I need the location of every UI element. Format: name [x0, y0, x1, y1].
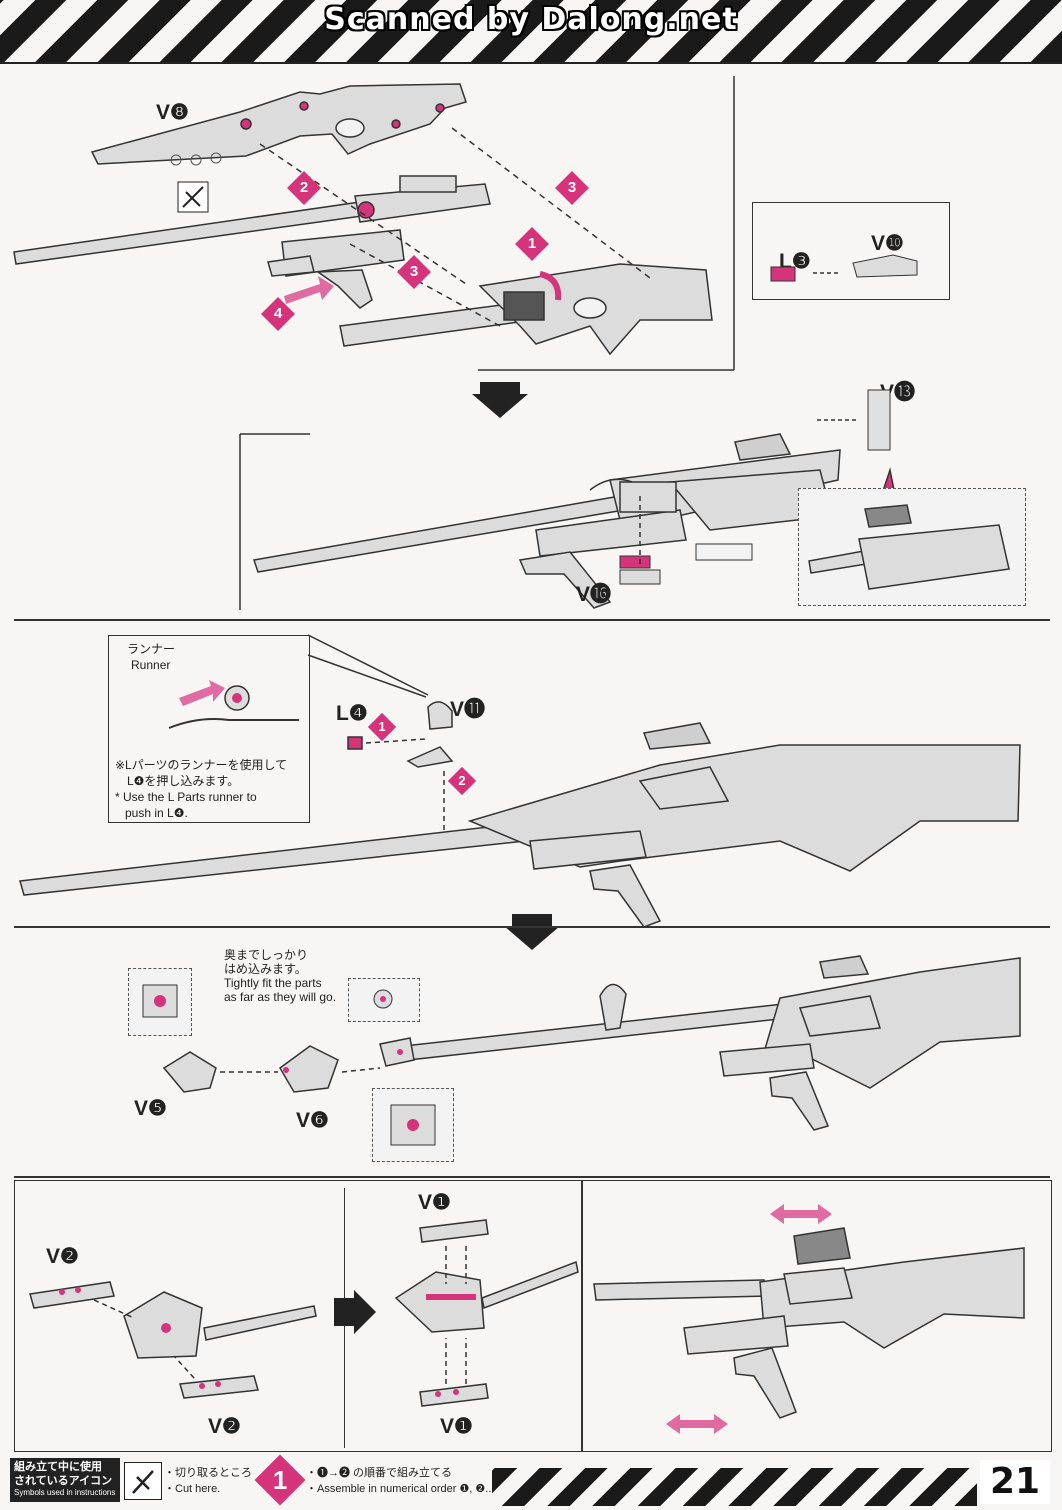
cut-icon-drawing	[132, 1470, 154, 1494]
runner-callout-pointer	[307, 634, 429, 698]
part-label-l4: L❹	[336, 702, 368, 725]
footer-symbols-en: Symbols used in instructions	[14, 1488, 116, 1497]
fit-note-en-1: Tightly fit the parts	[224, 976, 322, 990]
runner-drawing	[168, 680, 299, 729]
part-label-v16: V⓰	[576, 583, 612, 606]
detail-inset-v5	[128, 968, 192, 1036]
section-4-left-panel	[14, 1180, 582, 1452]
section-4: V❷ V❷ V❶ V❶	[0, 1178, 1062, 1456]
footer-symbols-jp-2: されているアイコン	[14, 1475, 113, 1487]
header-hazard-stripe	[0, 0, 1062, 62]
part-label-v2-bottom: V❷	[208, 1415, 241, 1438]
runner-note-en-2: push in L❹.	[125, 806, 188, 820]
footer-step-badge: 1	[254, 1454, 306, 1506]
fit-note-jp-1: 奥までしっかり	[224, 948, 309, 962]
footer-hazard-stripe	[492, 1468, 977, 1506]
runner-label-en: Runner	[131, 658, 171, 672]
section-4-right-panel	[582, 1180, 1052, 1452]
lower-body-part	[267, 229, 405, 309]
step-badge-1-label: 1	[527, 235, 537, 252]
assembly-guides	[259, 127, 651, 327]
muzzle-parts-exploded	[162, 1045, 381, 1093]
section-2: ランナー Runner ※Lパーツのランナーを使用して L❹を押し込みます。 *…	[0, 621, 1062, 928]
section-1: 2 3 3 1 4 V❽ L❸ V❿	[0, 64, 1062, 619]
callout-l3-v10: L❸ V❿	[752, 202, 950, 300]
runner-label-jp: ランナー	[127, 642, 176, 656]
footer-order-en: ・Assemble in numerical order ❶, ❷...	[306, 1483, 495, 1495]
rotate-arrow	[539, 271, 562, 301]
step-badge-2-label: 2	[299, 179, 309, 196]
cut-here-icon	[170, 152, 222, 213]
v1-assembly-drawing	[394, 1219, 579, 1407]
assembled-rifle-2	[19, 701, 1021, 928]
footer-order-jp: ・❶→❷ の順番で組み立てる	[306, 1467, 453, 1479]
detail-inset-1	[798, 488, 1026, 606]
section-divider-1	[14, 619, 1050, 621]
section-divider-2	[14, 926, 1050, 928]
fit-note-en-2: as far as they will go.	[224, 990, 337, 1004]
step-badge-4-label: 4	[273, 305, 283, 322]
v2-assembly-drawing	[29, 1281, 317, 1399]
footer-symbols-jp-1: 組み立て中に使用	[14, 1461, 102, 1473]
v8-rail-part	[90, 83, 467, 165]
part-label-v2-top: V❷	[46, 1245, 79, 1268]
detail-inset-v5-drawing	[142, 984, 178, 1018]
down-arrow-2	[504, 914, 560, 950]
fit-note-jp-2: はめ込みます。	[224, 962, 307, 976]
detail-inset-tip-drawing	[373, 989, 393, 1009]
runner-callout-box: ランナー Runner ※Lパーツのランナーを使用して L❹を押し込みます。 *…	[108, 635, 310, 823]
part-label-v1-bottom: V❶	[440, 1415, 473, 1438]
step-badge-s2-1-label: 1	[378, 719, 386, 734]
part-label-v6: V❻	[296, 1109, 329, 1132]
barrel-part	[13, 175, 491, 265]
assembled-rifle-4	[593, 1204, 1025, 1434]
l3-v10-parts	[770, 254, 918, 282]
mid-body-part	[339, 263, 713, 356]
step-badge-3b-label: 3	[409, 263, 419, 280]
detail-inset-tip	[348, 978, 420, 1022]
detail-inset-v6-drawing	[390, 1104, 436, 1146]
scan-watermark: Scanned by Dalong.net	[324, 2, 738, 37]
detail-inset-1-drawing	[808, 504, 1010, 590]
part-label-v8: V❽	[156, 101, 189, 124]
push-arrow	[284, 276, 334, 304]
part-label-v11: V⓫	[450, 698, 486, 721]
cut-icon	[124, 1462, 162, 1500]
footer-symbols-legend: 組み立て中に使用 されているアイコン Symbols used in instr…	[10, 1458, 120, 1502]
footer-cut-jp: ・切り取るところ	[164, 1467, 252, 1479]
footer-step-number: 1	[272, 1465, 288, 1495]
part-label-v10: V❿	[871, 232, 904, 255]
section-divider-3	[14, 1176, 1050, 1178]
part-label-v5: V❺	[134, 1097, 167, 1120]
assembled-rifle-3	[379, 955, 1021, 1131]
step-next-arrow	[334, 1290, 376, 1334]
exploded-rifle-diagram	[13, 76, 735, 371]
step-badge-3a-label: 3	[567, 179, 577, 196]
header-rule	[0, 62, 1062, 64]
page-number: 21	[980, 1460, 1050, 1504]
runner-note-jp-2: L❹を押し込みます。	[127, 774, 240, 788]
v16-parts	[619, 389, 891, 585]
runner-note-jp-1: ※Lパーツのランナーを使用して	[115, 758, 288, 772]
section-3: 奥までしっかり はめ込みます。 Tightly fit the parts as…	[0, 928, 1062, 1174]
step-badge-s2-2-label: 2	[458, 773, 466, 788]
runner-note-en-1: * Use the L Parts runner to	[115, 790, 257, 804]
detail-inset-v6	[372, 1088, 454, 1162]
part-label-v1-top: V❶	[418, 1191, 451, 1214]
down-arrow-1	[472, 382, 528, 418]
footer-cut-en: ・Cut here.	[164, 1483, 221, 1495]
